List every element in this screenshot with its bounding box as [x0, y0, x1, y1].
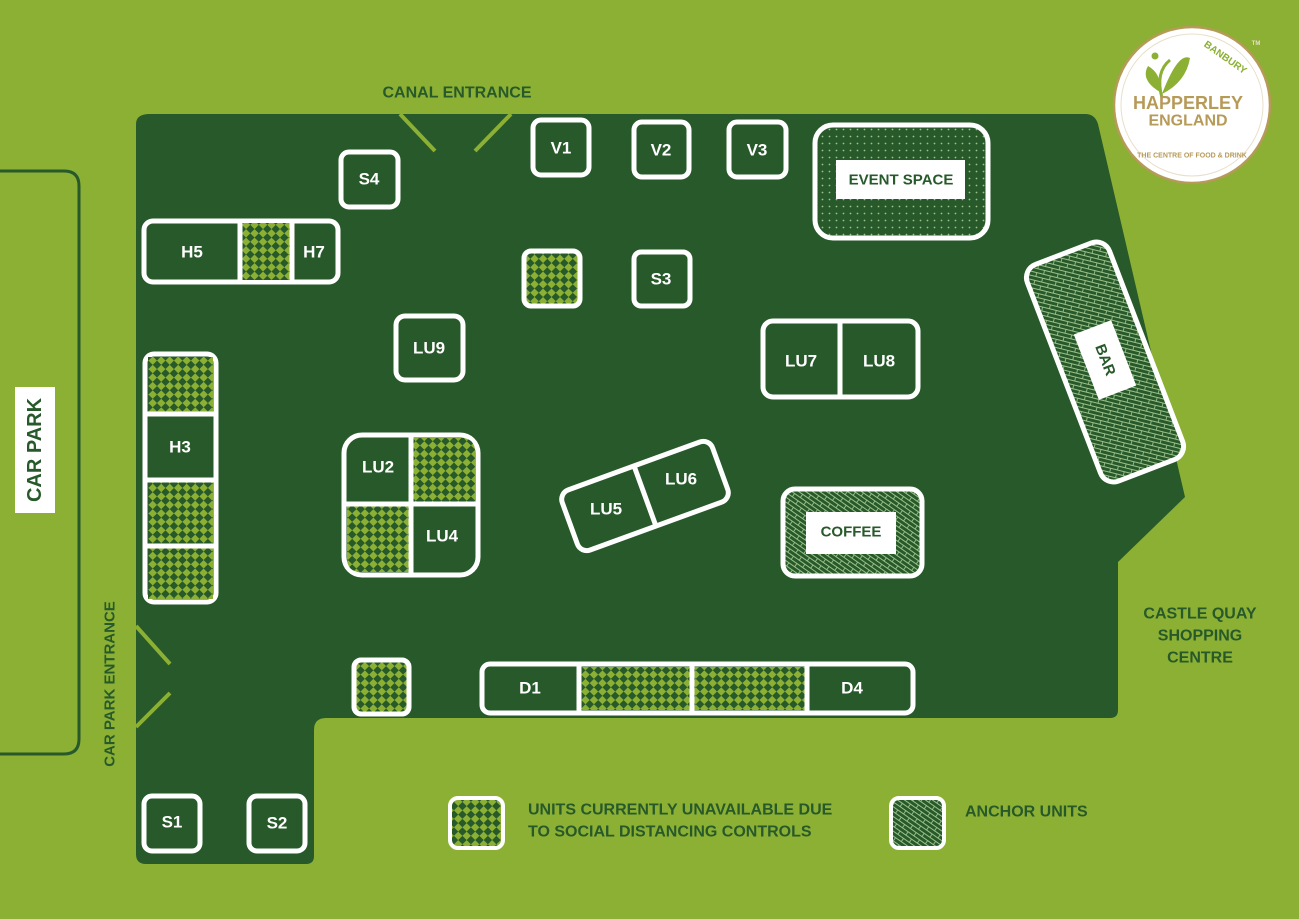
castle-quay-label-line1: CASTLE QUAY [1143, 606, 1257, 623]
unit-lu9-label: LU9 [413, 339, 445, 358]
unit-v3[interactable] [726, 119, 789, 180]
logo-title-line1: HAPPERLEY [1133, 93, 1243, 113]
unit-lu2-label: LU2 [362, 458, 394, 477]
map-legend: UNITS CURRENTLY UNAVAILABLE DUE TO SOCIA… [448, 796, 1088, 850]
unit-unavailable-h6[interactable] [241, 223, 290, 280]
leaf-icon [1145, 52, 1190, 99]
unit-v2-label: V2 [651, 141, 672, 160]
legend-unavailable-line2: TO SOCIAL DISTANCING CONTROLS [528, 824, 812, 841]
unit-d4-label: D4 [841, 679, 863, 698]
bar-label-box [1073, 320, 1137, 400]
unit-s2-label: S2 [267, 814, 288, 833]
castle-quay-label-line2: SHOPPING [1158, 628, 1242, 645]
unit-s3[interactable] [631, 249, 693, 309]
car-park-boundary [0, 169, 81, 756]
unit-lu5-label: LU5 [590, 500, 622, 519]
unit-s4-label: S4 [359, 170, 380, 189]
logo-trademark: TM [1252, 41, 1261, 47]
car-park-label: CAR PARK [24, 397, 46, 502]
unit-h7-label: H7 [303, 243, 325, 262]
unit-unavailable-d0[interactable] [351, 657, 412, 717]
unit-unavailable-h4[interactable] [148, 547, 213, 599]
unit-d1-label: D1 [519, 679, 541, 698]
unit-s1-label: S1 [162, 813, 183, 832]
unit-unavailable-lu1[interactable] [347, 505, 411, 572]
unit-lu6-label: LU6 [665, 470, 697, 489]
unit-lu8-label: LU8 [863, 352, 895, 371]
car-park-entrance-label: CAR PARK ENTRANCE [102, 601, 119, 767]
unit-s1[interactable] [141, 793, 203, 854]
logo-title-line2: ENGLAND [1148, 113, 1227, 130]
car-park-sign [15, 387, 55, 513]
event-space-label-box [836, 160, 965, 199]
unit-unavailable-d2[interactable] [581, 667, 691, 710]
unit-s4[interactable] [338, 149, 401, 210]
legend-anchor-swatch [889, 796, 946, 850]
coffee-label-box [806, 512, 896, 554]
unit-v1-label: V1 [551, 139, 572, 158]
unit-v3-label: V3 [747, 141, 768, 160]
unit-lu9[interactable] [393, 313, 466, 383]
unit-v2[interactable] [631, 119, 692, 180]
unit-event-space-label: EVENT SPACE [849, 172, 954, 189]
unit-unavailable-lu3[interactable] [411, 438, 475, 503]
legend-unavailable-line1: UNITS CURRENTLY UNAVAILABLE DUE [528, 802, 833, 819]
unit-unavailable-h2[interactable] [148, 482, 213, 545]
unit-h5-label: H5 [181, 243, 203, 262]
unit-coffee-label: COFFEE [821, 524, 882, 541]
canal-entrance-doors [398, 112, 513, 153]
legend-unavailable-swatch [448, 796, 505, 850]
unit-lu4-label: LU4 [426, 527, 459, 546]
unit-unavailable-s5[interactable] [521, 248, 583, 309]
unit-unavailable-d3[interactable] [694, 667, 806, 710]
castle-quay-entrance-marker [1108, 570, 1118, 702]
happerley-logo: BANBURY HAPPERLEY ENGLAND THE CENTRE OF … [1112, 25, 1272, 185]
legend-anchor-label: ANCHOR UNITS [965, 804, 1088, 821]
unit-v1[interactable] [530, 117, 592, 178]
canal-entrance-label: CANAL ENTRANCE [382, 85, 531, 102]
car-park-entrance-doors [134, 624, 172, 729]
unit-lu7-label: LU7 [785, 352, 817, 371]
unit-unavailable-h1[interactable] [148, 357, 213, 412]
unit-s3-label: S3 [651, 270, 672, 289]
unit-h3-label: H3 [169, 438, 191, 457]
castle-quay-label-line3: CENTRE [1167, 650, 1233, 667]
unit-s2[interactable] [246, 793, 308, 854]
logo-tagline: THE CENTRE OF FOOD & DRINK [1137, 153, 1247, 160]
